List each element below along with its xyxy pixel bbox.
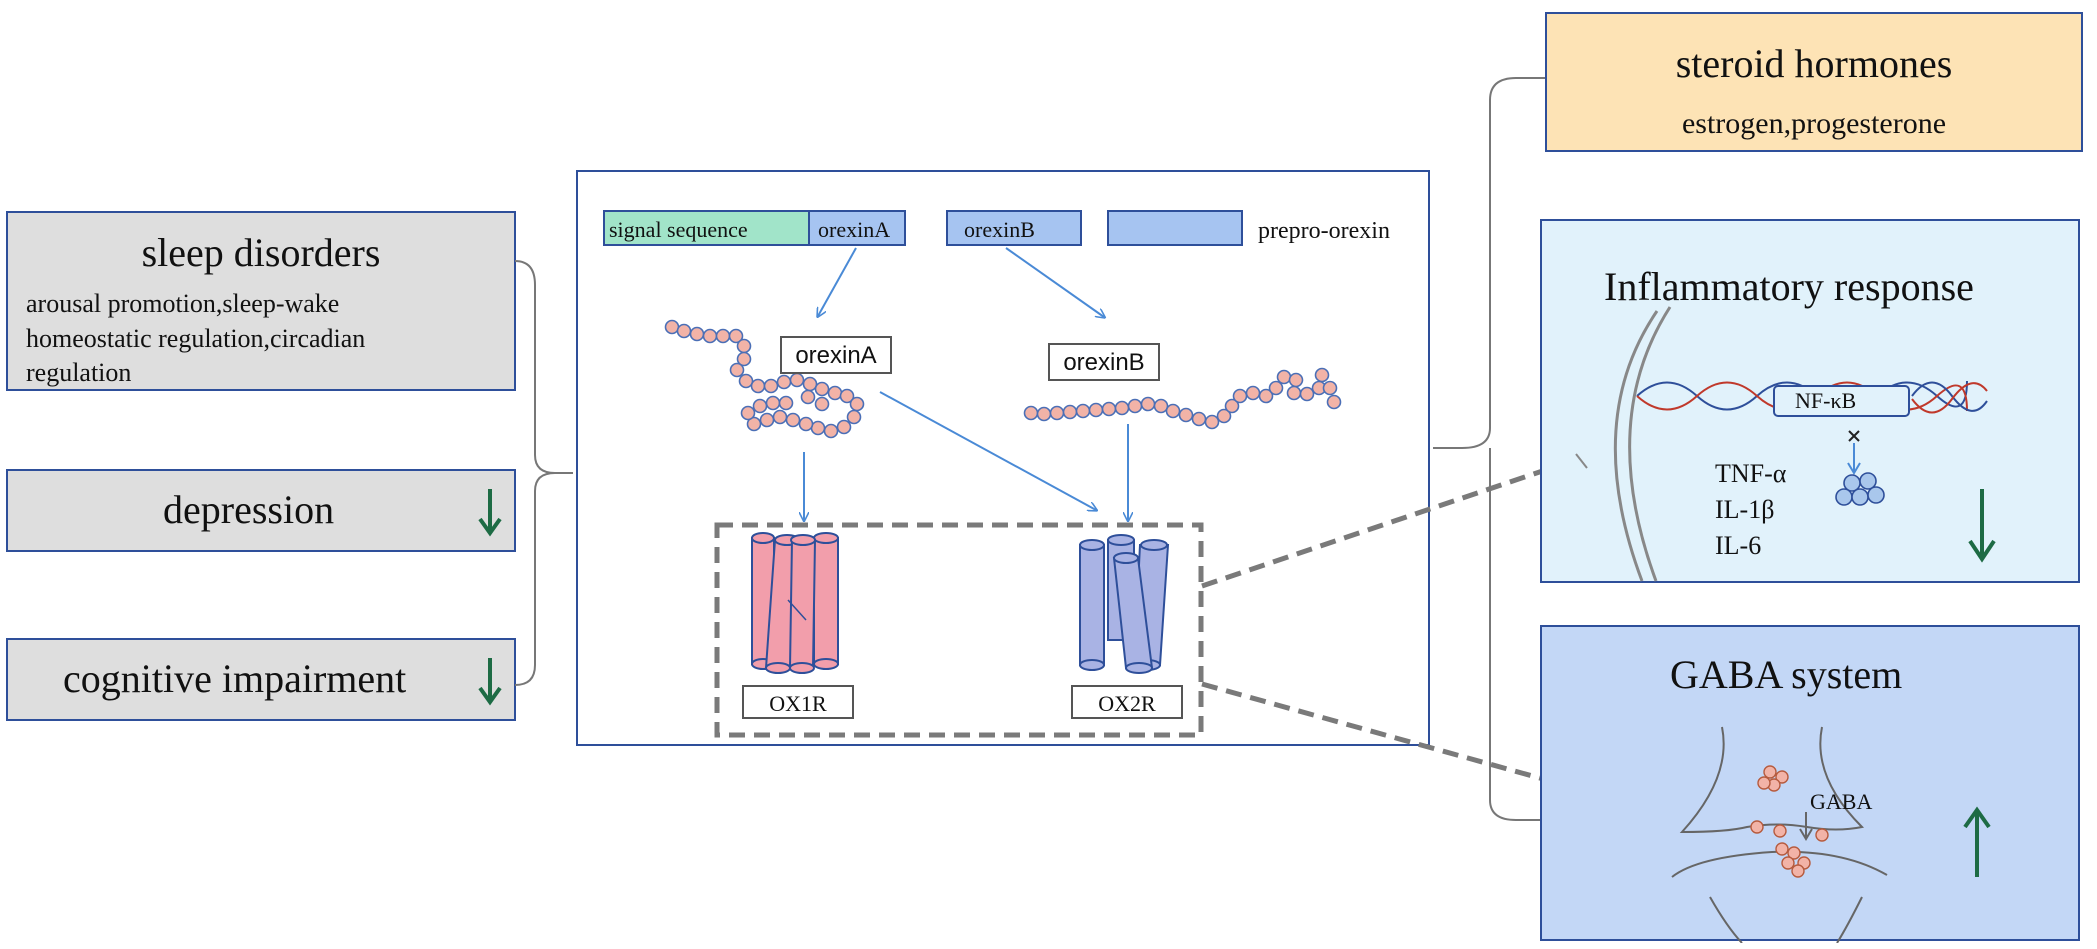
cytokine-il6: IL-6: [1715, 531, 1762, 560]
up-arrow-icon: [1963, 806, 1991, 877]
signal-sequence-label: signal sequence: [609, 217, 748, 242]
ox1r-label-box: OX1R: [742, 685, 854, 719]
sleep-disorders-title: sleep disorders: [141, 230, 381, 275]
cytokine-tnf: TNF-α: [1715, 459, 1787, 488]
orexinA-segment: orexinA: [808, 210, 906, 246]
sleep-disorders-line-2: homeostatic regulation,circadian: [26, 324, 366, 353]
prepro-orexin-label: prepro-orexin: [1258, 218, 1390, 244]
cognitive-impairment-box: cognitive impairment: [6, 638, 516, 721]
prepro-tail-segment: [1107, 210, 1243, 246]
arrow-orexinA-down: [818, 247, 857, 316]
ox2r-label-box: OX2R: [1071, 685, 1183, 719]
inflammatory-illustration: [1575, 306, 1996, 582]
ox1r-receptor-icon: [751, 532, 839, 674]
ox2r-receptor-icon: [1079, 534, 1170, 674]
cytokine-il1b: IL-1β: [1715, 495, 1775, 524]
orexinA-peptide-chain: [664, 319, 865, 439]
depression-box: depression: [6, 469, 516, 552]
orexinA-label: orexinA: [795, 342, 877, 369]
steroid-hormones-title: steroid hormones: [1675, 41, 1953, 86]
orexinA-segment-label: orexinA: [818, 217, 891, 242]
orexinB-label-box: orexinB: [1048, 343, 1160, 381]
inflammatory-response-title: Inflammatory response: [1604, 264, 1974, 309]
sleep-disorders-line-3: regulation: [26, 358, 132, 387]
dashed-connector-inflammatory: [1201, 458, 1573, 589]
arrow-A-to-OX2R: [879, 391, 1096, 510]
ox2r-label: OX2R: [1098, 691, 1156, 716]
steroid-hormones-subtitle: estrogen,progesterone: [1681, 107, 1947, 140]
receptor-dashed-box: [714, 522, 1204, 738]
down-arrow-icon: [478, 489, 502, 537]
right-bracket: [1433, 77, 1546, 821]
depression-title: depression: [163, 487, 335, 532]
left-bracket: [515, 260, 573, 686]
signal-sequence-segment: signal sequence: [603, 210, 810, 246]
gaba-label: GABA: [1810, 789, 1873, 814]
cognitive-impairment-title: cognitive impairment: [63, 656, 407, 701]
gaba-system-box: GABA system GABA: [1540, 625, 2080, 943]
orexinB-peptide-chain: [1023, 367, 1342, 430]
orexin-panel: [576, 170, 1430, 746]
gaba-system-title: GABA system: [1670, 652, 1903, 697]
orexinB-label: orexinB: [1063, 349, 1145, 376]
dashed-connector-gaba: [1201, 681, 1713, 829]
arrow-orexinB-down: [1005, 247, 1104, 317]
synapse-illustration: [1671, 726, 1991, 943]
ox1r-label: OX1R: [769, 691, 827, 716]
nfkb-label: NF-κB: [1795, 388, 1857, 413]
down-arrow-icon: [1968, 489, 1996, 563]
orexinB-segment: orexinB: [946, 210, 1082, 246]
inflammatory-response-box: Inflammatory response NF-κB TNF-α IL-1β …: [1540, 219, 2080, 583]
steroid-hormones-box: steroid hormones estrogen,progesterone: [1545, 12, 2083, 152]
sleep-disorders-box: sleep disorders arousal promotion,sleep-…: [6, 211, 516, 391]
orexinA-label-box: orexinA: [780, 336, 892, 374]
sleep-disorders-line-1: arousal promotion,sleep-wake: [26, 289, 340, 318]
orexinB-segment-label: orexinB: [964, 217, 1035, 242]
down-arrow-icon: [478, 658, 502, 706]
